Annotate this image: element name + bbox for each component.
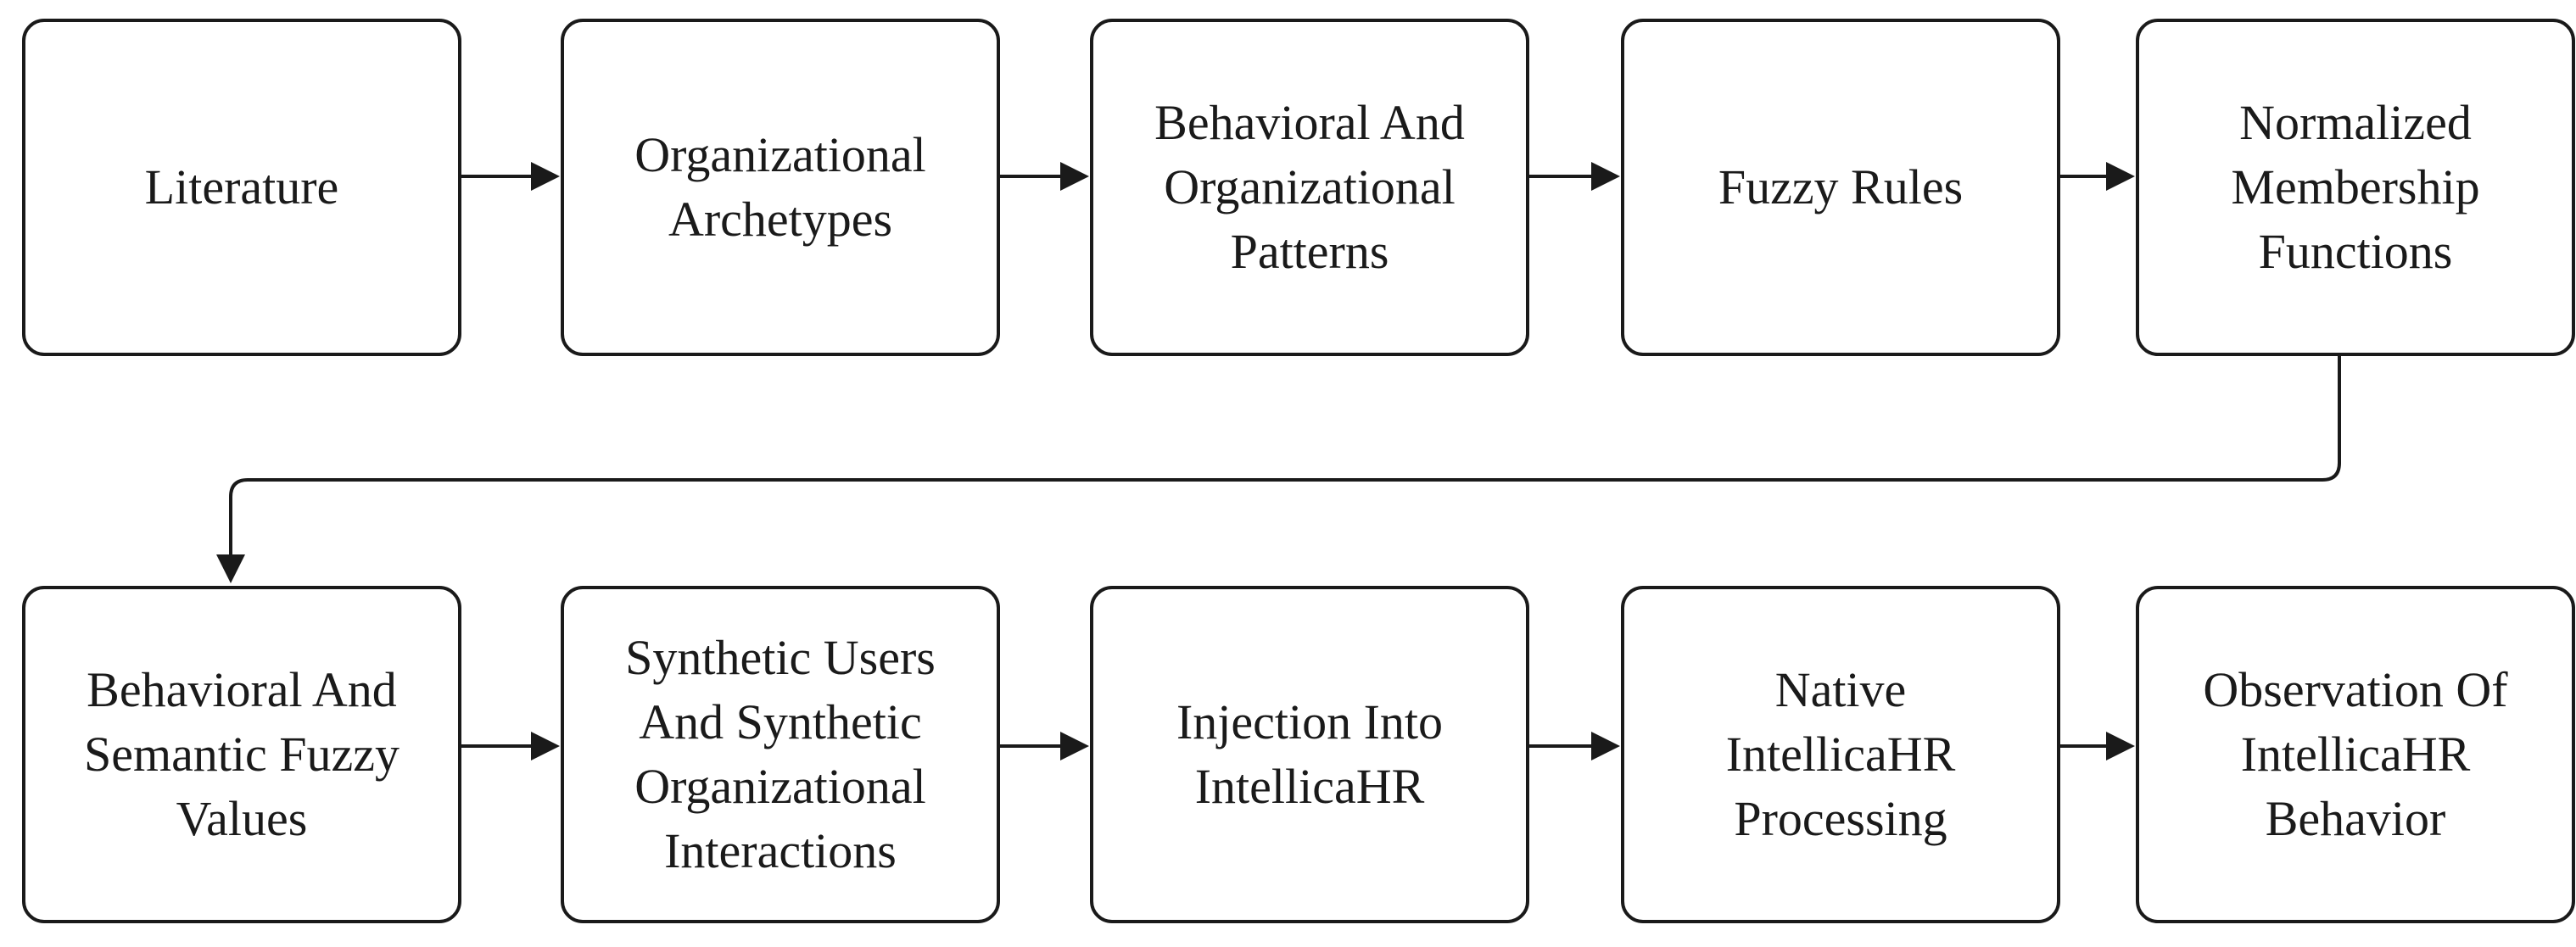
node-native-intellicahr-processing: Native IntellicaHR Processing — [1621, 586, 2060, 923]
edge-literature-to-organizational-archetypes — [461, 162, 560, 191]
edge-behavioral-semantic-fuzzy-values-to-synthetic-users-interactions — [461, 732, 560, 760]
node-literature: Literature — [22, 19, 461, 356]
node-label: Behavioral And Semantic Fuzzy Values — [83, 662, 400, 846]
node-label: Behavioral And Organizational Patterns — [1154, 95, 1465, 279]
node-label: Synthetic Users And Synthetic Organizati… — [625, 630, 936, 878]
edge-behavioral-organizational-patterns-to-fuzzy-rules — [1529, 162, 1620, 191]
node-behavioral-organizational-patterns: Behavioral And Organizational Patterns — [1090, 19, 1529, 356]
node-label: Normalized Membership Functions — [2231, 95, 2480, 279]
node-label: Injection Into IntellicaHR — [1176, 694, 1444, 814]
edge-organizational-archetypes-to-behavioral-organizational-patterns — [1000, 162, 1089, 191]
node-observation-intellicahr-behavior: Observation Of IntellicaHR Behavior — [2136, 586, 2575, 923]
edge-fuzzy-rules-to-normalized-membership-functions — [2060, 162, 2135, 191]
edge-normalized-membership-functions-to-behavioral-semantic-fuzzy-values — [216, 356, 2341, 583]
node-synthetic-users-interactions: Synthetic Users And Synthetic Organizati… — [561, 586, 1000, 923]
node-label: Observation Of IntellicaHR Behavior — [2203, 662, 2508, 846]
node-label: Native IntellicaHR Processing — [1725, 662, 1956, 846]
node-label: Literature — [144, 159, 339, 214]
node-label: Fuzzy Rules — [1718, 159, 1964, 214]
node-organizational-archetypes: Organizational Archetypes — [561, 19, 1000, 356]
node-behavioral-semantic-fuzzy-values: Behavioral And Semantic Fuzzy Values — [22, 586, 461, 923]
node-fuzzy-rules: Fuzzy Rules — [1621, 19, 2060, 356]
edge-injection-into-intellicahr-to-native-intellicahr-processing — [1529, 732, 1620, 760]
node-injection-into-intellicahr: Injection Into IntellicaHR — [1090, 586, 1529, 923]
edge-native-intellicahr-processing-to-observation-intellicahr-behavior — [2060, 732, 2135, 760]
node-label: Organizational Archetypes — [634, 127, 926, 247]
node-normalized-membership-functions: Normalized Membership Functions — [2136, 19, 2575, 356]
edge-synthetic-users-interactions-to-injection-into-intellicahr — [1000, 732, 1089, 760]
